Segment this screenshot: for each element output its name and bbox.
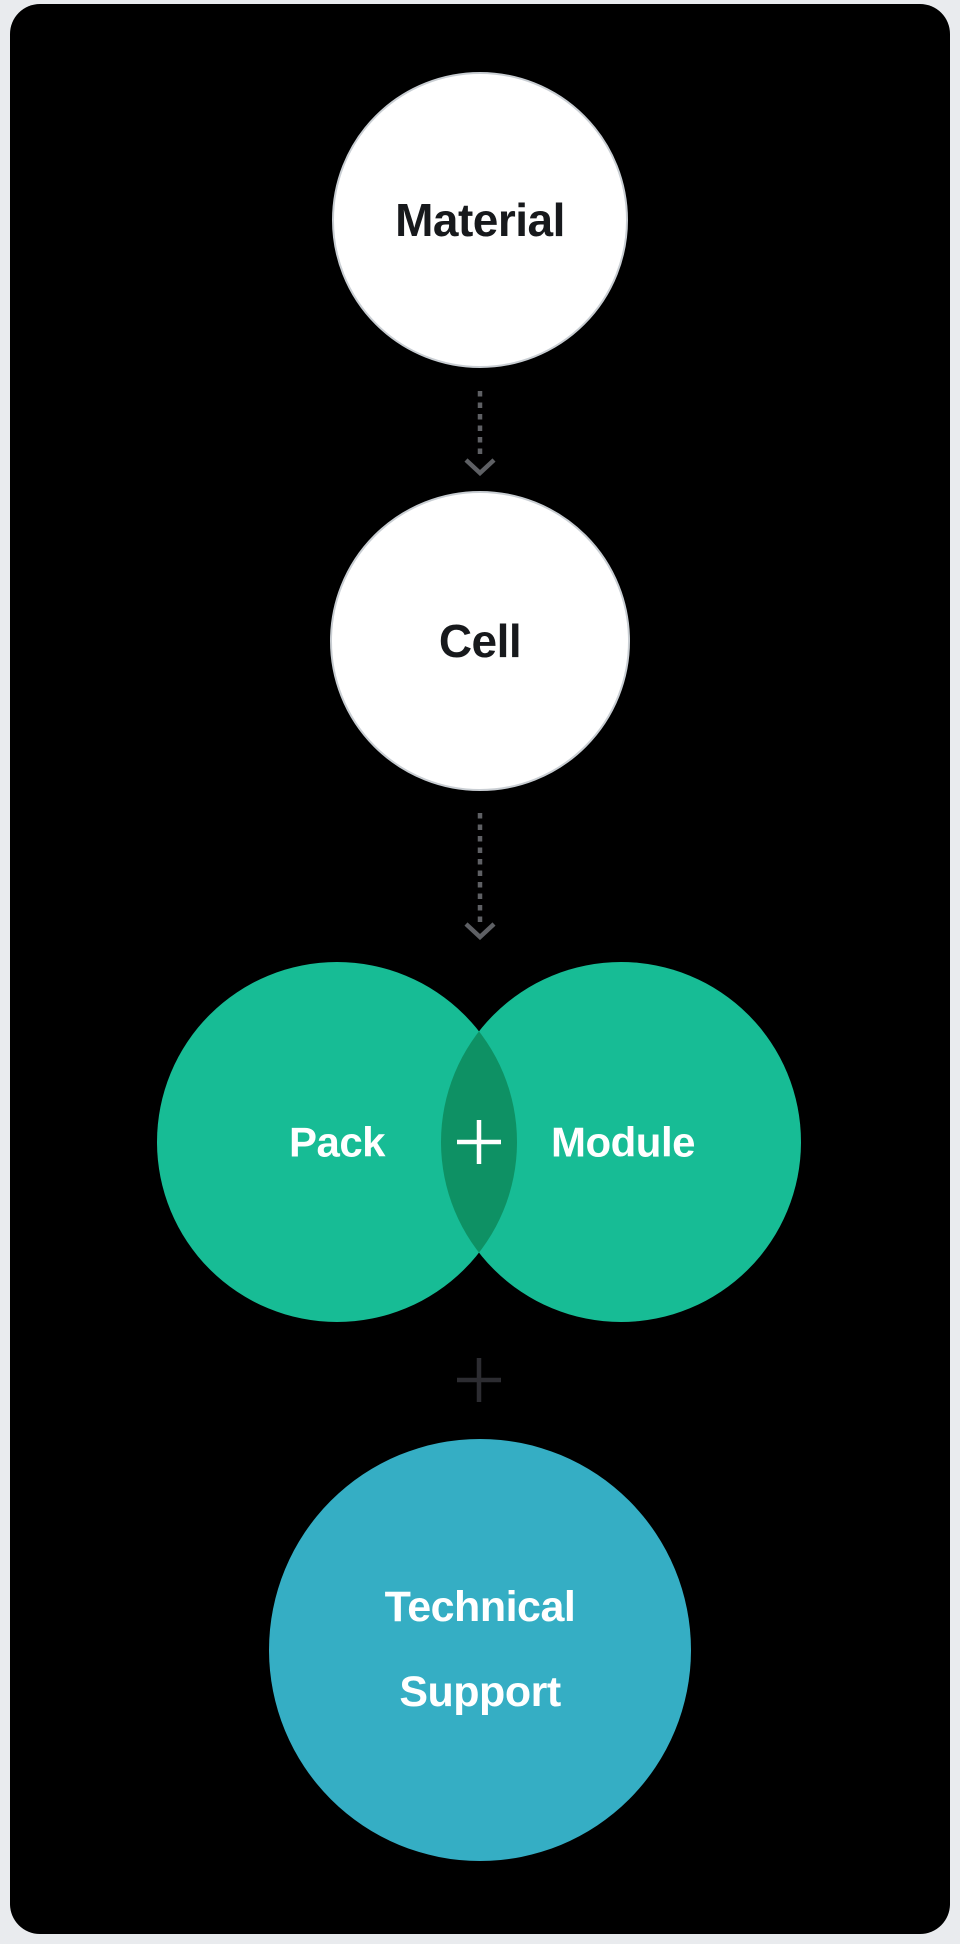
node-material: Material [332, 72, 628, 368]
pack-circle [157, 962, 517, 1322]
arrow-down-dashed-icon [464, 813, 496, 940]
arrow-down-dashed-icon [464, 391, 496, 476]
module-label: Module [551, 1119, 695, 1166]
arrow-head-chevron [464, 922, 496, 940]
technical-support-line2: Support [399, 1668, 561, 1716]
plus-icon [457, 1120, 501, 1164]
arrow-head-chevron [464, 458, 496, 476]
plus-separator-icon [457, 1358, 501, 1402]
technical-support-line1: Technical [384, 1583, 576, 1631]
node-cell-label: Cell [438, 615, 522, 667]
pack-label: Pack [289, 1119, 386, 1166]
module-circle [441, 962, 801, 1322]
node-cell: Cell [330, 491, 630, 791]
node-technical-support: Technical Support [269, 1439, 691, 1861]
node-material-label: Material [395, 194, 565, 246]
venn-pack-module: Pack Module [157, 962, 801, 1322]
